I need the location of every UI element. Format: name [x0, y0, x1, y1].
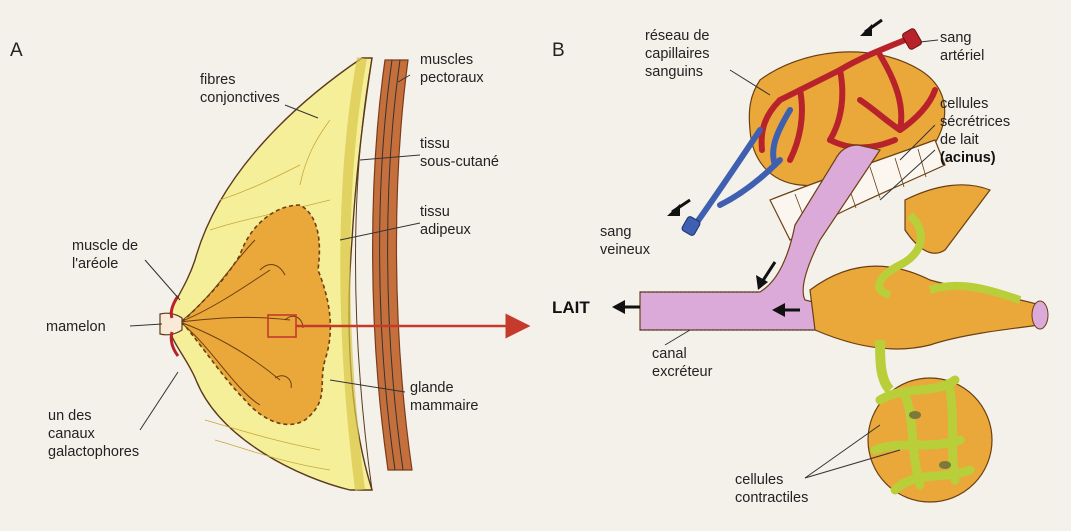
panel-b-letter: B [552, 40, 565, 61]
label-canaux-galactophores: un des canaux galactophores [48, 408, 139, 460]
label-mamelon: mamelon [46, 319, 106, 335]
label-sang-veineux: sang veineux [600, 224, 651, 258]
label-reseau-capillaires: réseau de capillaires sanguins [645, 28, 714, 80]
label-lait: LAIT [552, 298, 590, 317]
label-fibres-conjonctives: fibres conjonctives [200, 72, 280, 106]
label-tissu-adipeux: tissu adipeux [420, 204, 472, 238]
label-tissu-sous-cutane: tissu sous-cutané [420, 136, 499, 170]
panel-a: A fibres conjonctives muscles pectoraux … [10, 40, 528, 490]
panel-a-letter: A [10, 40, 23, 61]
label-sang-arteriel: sang artériel [940, 30, 984, 64]
label-canal-excreteur: canal excréteur [652, 346, 713, 380]
lobule-orange [810, 266, 1040, 349]
label-muscle-areole: muscle de l'aréole [72, 238, 142, 272]
label-muscles-pectoraux: muscles pectoraux [420, 52, 484, 86]
label-cellules-contractiles: cellules contractiles [735, 472, 808, 506]
label-cellules-secretrices: cellules sécrétrices de lait (acinus) [940, 95, 1014, 166]
label-glande-mammaire: glande mammaire [410, 380, 478, 414]
panel-b: B [552, 20, 1048, 506]
pectoral-muscle [373, 60, 412, 470]
